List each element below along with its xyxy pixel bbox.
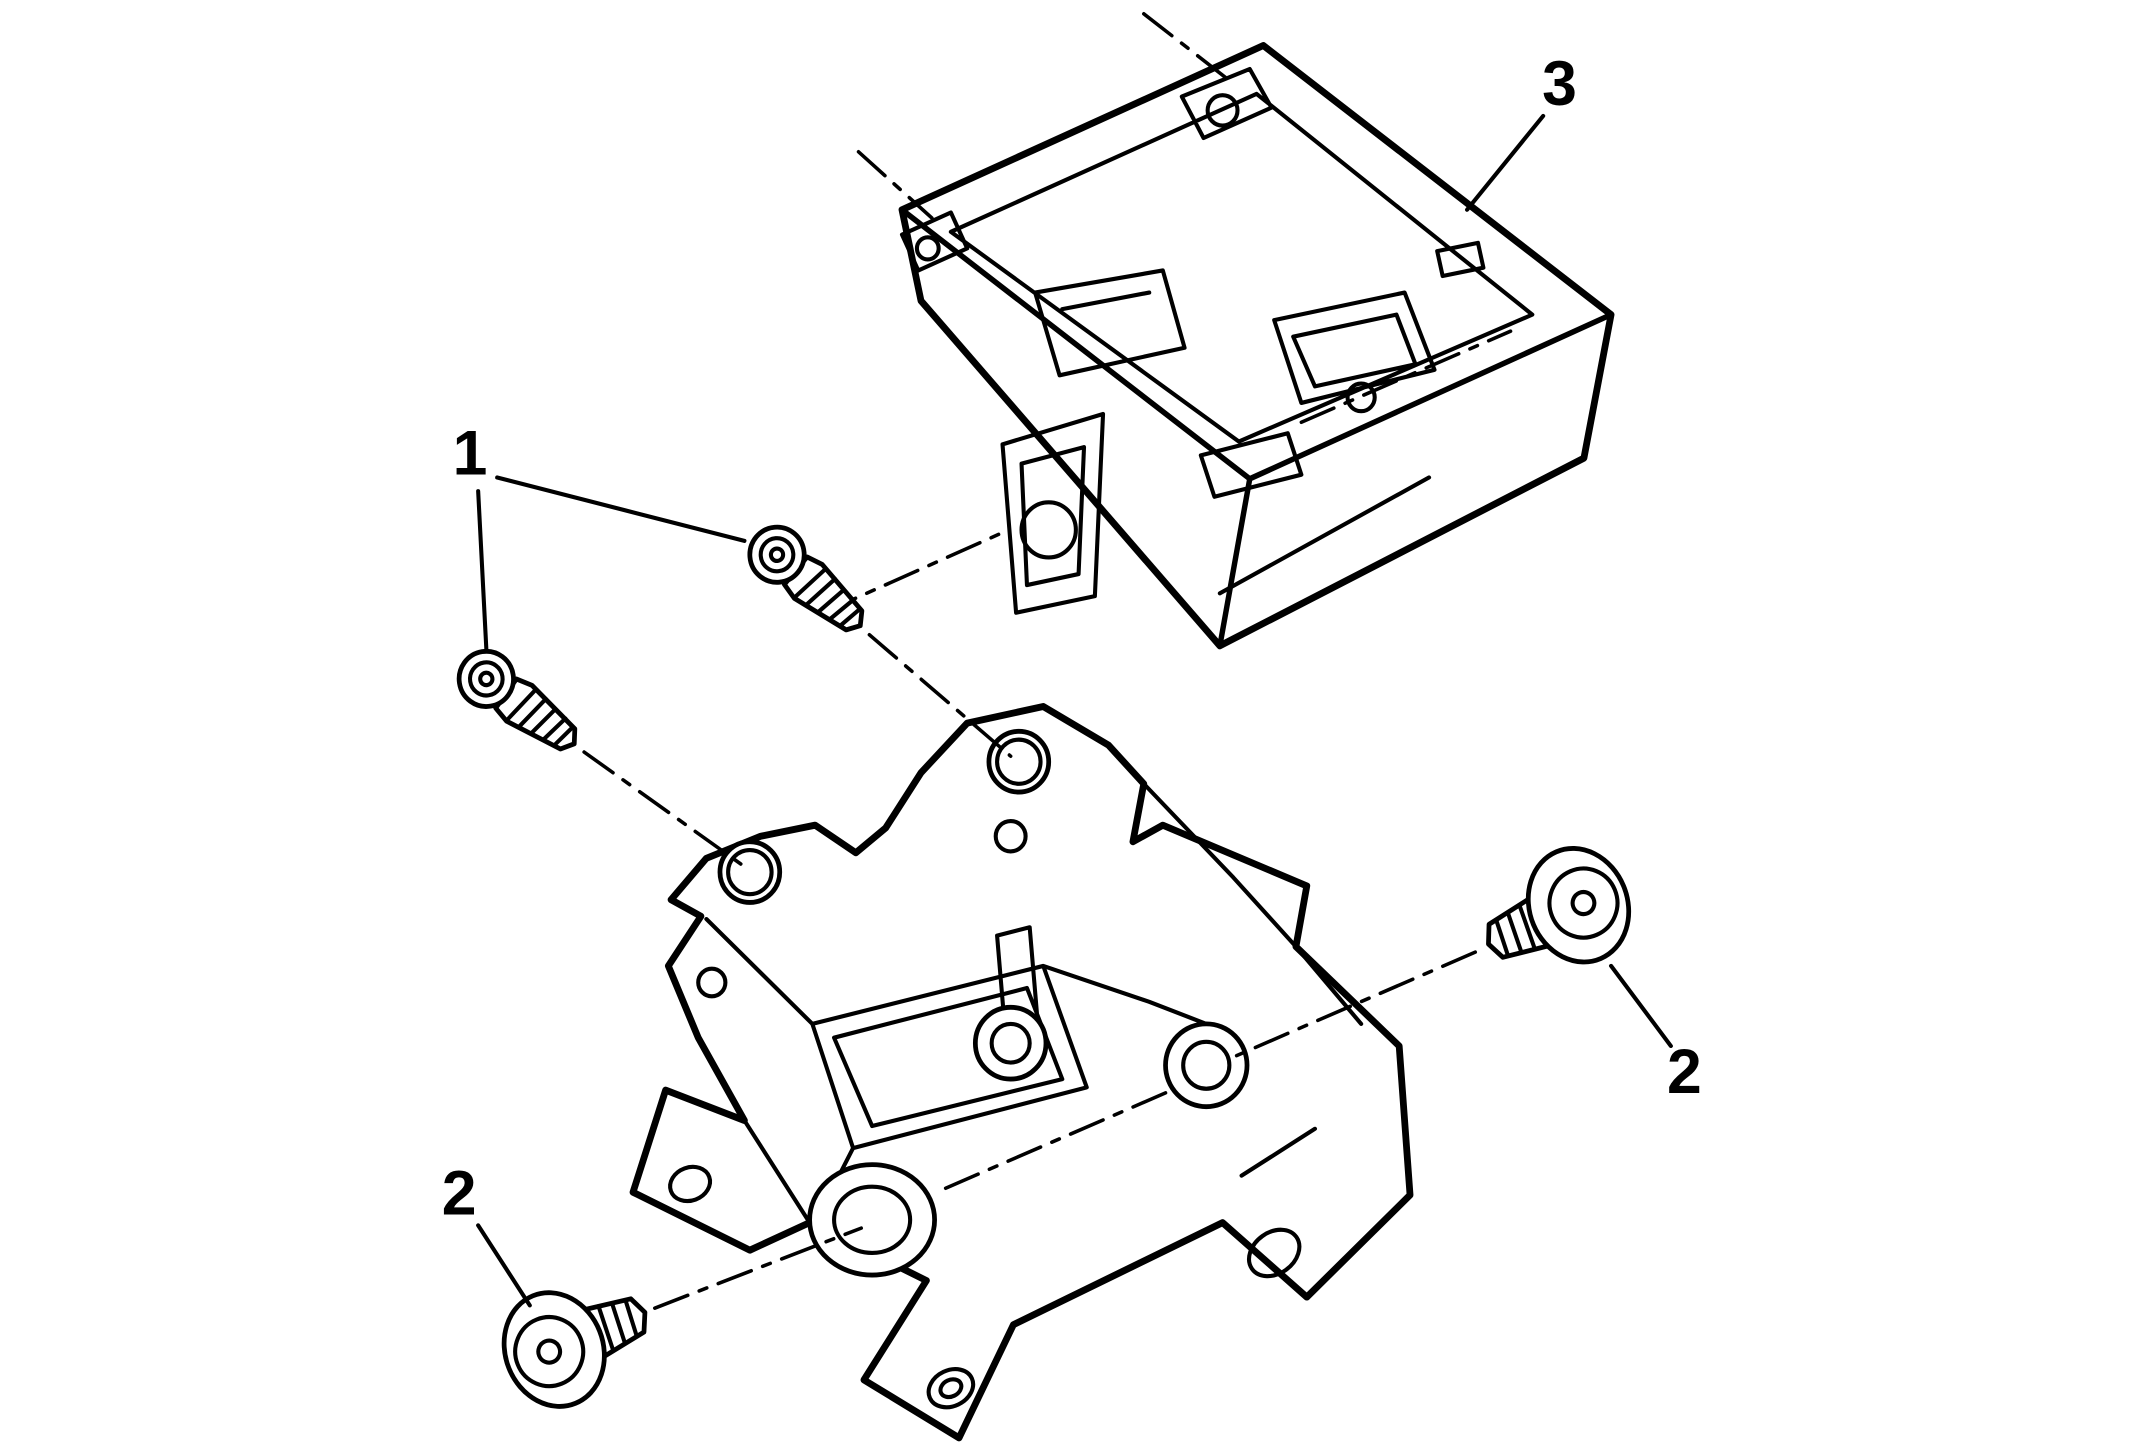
bracket-flange-hole-left: [668, 1164, 713, 1204]
bracket-ear-hole-left-inner: [726, 847, 774, 897]
module-outline: [898, 42, 1615, 650]
bolt-head-face: [513, 1315, 586, 1389]
bolt-head: [501, 1290, 607, 1409]
screw-head: [747, 524, 807, 585]
mounting-bracket-drawing: [629, 703, 1414, 1442]
screw-1-upper: [747, 524, 865, 633]
module-inner-details: [899, 66, 1535, 615]
screw-head-inner: [467, 660, 505, 698]
screw-head-drive: [768, 546, 786, 564]
bracket-boss-right-outer: [1163, 1021, 1250, 1110]
bolt-head: [1525, 846, 1632, 965]
screw-threads: [506, 687, 575, 746]
module-mount-hole-left: [914, 235, 941, 262]
bracket-saddle-outer: [807, 1162, 937, 1278]
callout-label-2-left: 2: [442, 1158, 477, 1229]
bolt-2-left: [501, 1290, 648, 1409]
bracket-boss-left-inner: [989, 1021, 1032, 1065]
bolt-2-right: [1486, 846, 1632, 965]
bracket-foot-hole-bottom-inner: [938, 1377, 964, 1400]
callout-label-3: 3: [1542, 48, 1577, 119]
callout-leader-lines: [476, 113, 1673, 1308]
bracket-small-hole-left: [696, 966, 728, 999]
module-clip-hole: [1019, 500, 1078, 560]
bracket-small-hole-right: [993, 818, 1028, 854]
module-mount-hole-top: [1205, 93, 1240, 128]
screw-shank: [782, 554, 865, 633]
bolt-head-face: [1547, 866, 1620, 940]
control-module-drawing: [898, 42, 1615, 650]
bracket-boss-right-inner: [1181, 1039, 1232, 1091]
screw-threads: [793, 566, 862, 627]
callout-label-1: 1: [453, 418, 488, 489]
module-rim-edges: [899, 206, 1614, 649]
screw-head: [456, 648, 516, 709]
bracket-foot-hole-bottom: [926, 1367, 976, 1410]
bracket-boss-left-outer: [972, 1004, 1049, 1082]
module-center-hole: [1345, 381, 1377, 414]
bolt-head-drive: [1570, 889, 1597, 917]
bolt-head-drive: [536, 1338, 563, 1365]
screw-head-drive: [478, 670, 495, 688]
fastener-axis-lines: [582, 12, 1513, 1310]
screw-1-lower: [456, 648, 578, 752]
bracket-ear-hole-right-inner: [995, 737, 1043, 786]
bracket-foot-hole-right: [1247, 1227, 1302, 1279]
screw-shank: [493, 676, 578, 752]
callout-label-2-right: 2: [1667, 1036, 1702, 1107]
screw-head-inner: [758, 536, 796, 574]
bracket-saddle-inner: [832, 1184, 913, 1256]
